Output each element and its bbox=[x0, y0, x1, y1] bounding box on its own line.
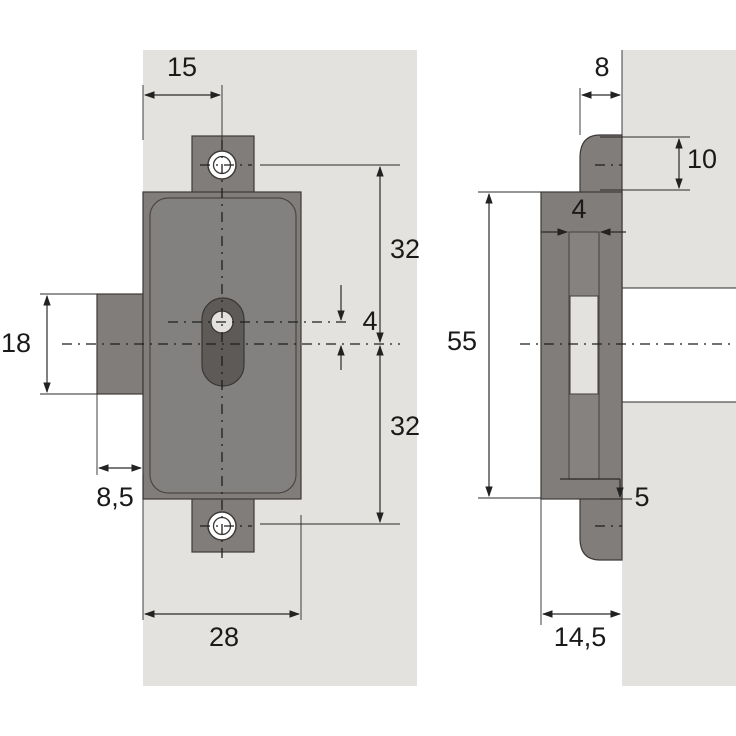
dim-8-5: 8,5 bbox=[96, 482, 134, 512]
dim-18: 18 bbox=[1, 328, 31, 358]
dim-15: 15 bbox=[167, 52, 197, 82]
side-panel-lower bbox=[622, 402, 736, 686]
dim-8: 8 bbox=[594, 52, 609, 82]
dim-4-side: 4 bbox=[571, 194, 586, 224]
dim-55: 55 bbox=[447, 326, 477, 356]
side-bolt-window bbox=[569, 295, 599, 395]
dim-14-5: 14,5 bbox=[554, 622, 607, 652]
dim-10: 10 bbox=[687, 144, 717, 174]
dim-4-front: 4 bbox=[362, 306, 377, 336]
dim-5: 5 bbox=[634, 482, 649, 512]
dim-32-lower: 32 bbox=[390, 411, 420, 441]
dim-32-upper: 32 bbox=[390, 234, 420, 264]
dim-28: 28 bbox=[209, 622, 239, 652]
side-panel-bore bbox=[622, 288, 736, 402]
key-slot bbox=[201, 297, 245, 387]
